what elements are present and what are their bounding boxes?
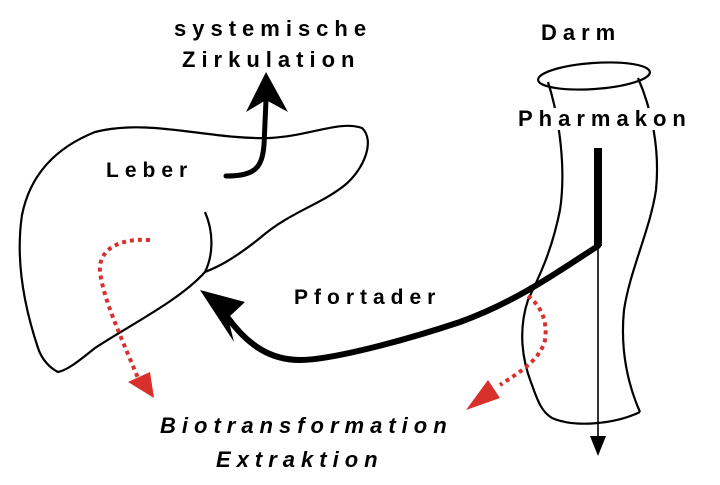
portal-vein-label: Pfortader (294, 286, 442, 309)
liver-label: Leber (106, 159, 194, 182)
intestine-bottom-rim (551, 411, 641, 425)
arrow-up-icon (246, 72, 288, 112)
dotted-red-arrow-icon (128, 372, 154, 398)
liver-extraction-dotted (97, 237, 151, 379)
portal-vein-shaft (225, 243, 601, 364)
portal-vein-arrowhead (200, 290, 245, 342)
arrow-down-icon (590, 436, 606, 456)
dotted-red-arrow-icon-gut (466, 380, 500, 410)
drug-label: Pharmakon (518, 106, 692, 131)
systemic-label-line2: Zirkulation (182, 47, 361, 72)
result-label-line1: Biotransformation (160, 413, 453, 438)
gut-label: Darm (541, 20, 622, 45)
intestine-outline-right (621, 77, 659, 413)
systemic-label-line1: systemische (174, 16, 373, 41)
intestine-top-rim (537, 61, 651, 91)
result-label-line2: Extraktion (216, 447, 384, 472)
liver-outline (18, 124, 369, 374)
intestine-outline-left (521, 81, 564, 419)
gut-extraction-dotted (498, 294, 548, 387)
systemic-arrow-shaft (223, 97, 269, 179)
liver-notch (203, 211, 213, 273)
